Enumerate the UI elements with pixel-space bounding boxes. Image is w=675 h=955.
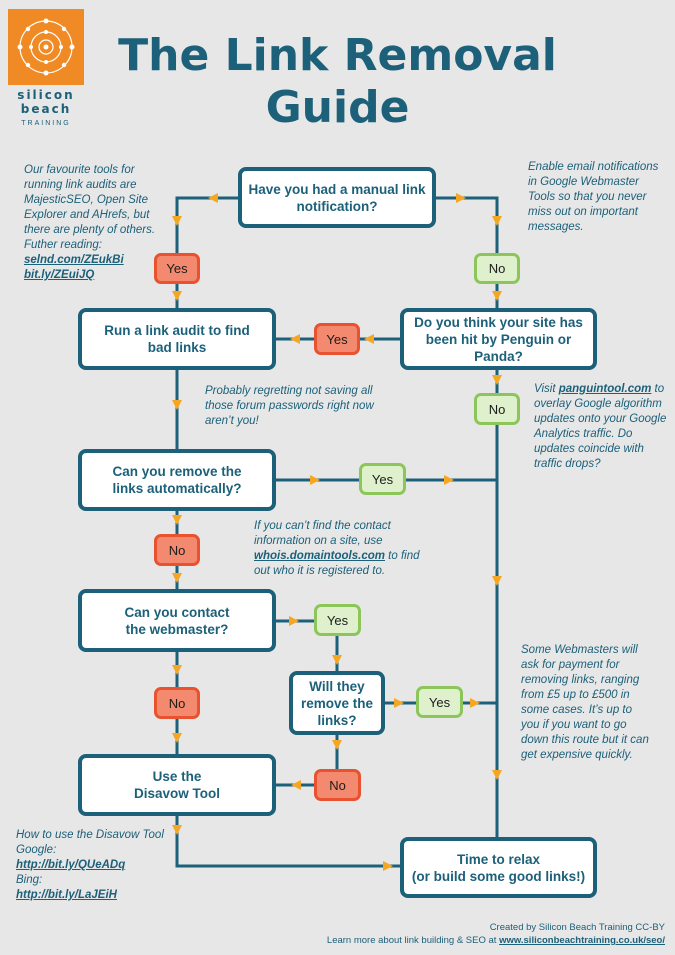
note-text: Visit [534,383,559,395]
box-text: (or build some good links!) [411,868,586,884]
note-panguin: Visit panguintool.com to overlay Google … [534,382,669,472]
box-text: Have you had a manual link [248,181,426,197]
note-text: Our favourite tools for running link aud… [24,164,156,251]
footer-link[interactable]: www.siliconbeachtraining.co.uk/seo/ [499,935,665,946]
box-remove-automatically: Can you remove the links automatically? [78,449,276,511]
box-time-to-relax: Time to relax(or build some good links!) [400,837,597,898]
box-text: the webmaster? [125,621,229,637]
note-text: to overlay Google algorithm updates onto… [534,383,667,470]
box-text: Can you contact [124,604,230,620]
logo-text-line1: silicon [17,88,75,102]
note-text: If you can’t find the contact informatio… [254,520,391,547]
note-text: How to use the Disavow Tool [16,829,164,841]
pill-no-manual: No [474,253,520,284]
note-text: to find out who it is registered to. [254,550,420,577]
box-link-audit: Run a link audit to find bad links [78,308,276,370]
box-text: links automatically? [112,481,242,496]
box-text: notification? [296,198,378,214]
link-panguintool[interactable]: panguintool.com [558,383,652,395]
link-google-disavow[interactable]: http://bit.ly/QUeADq [16,859,126,871]
box-text: Do you think your site has [414,314,583,330]
box-text: Use the [152,769,202,784]
pill-no-contact: No [154,687,200,719]
footer: Created by Silicon Beach Training CC-BY … [327,921,665,947]
footer-text: Learn more about link building & SEO at [326,935,500,946]
note-audit-tools: Our favourite tools for running link aud… [24,163,159,283]
box-text: Disavow Tool [133,786,220,801]
pill-yes-manual: Yes [154,253,200,284]
pill-yes-contact: Yes [314,604,361,636]
pill-no-penguin: No [474,393,520,425]
page-title: The Link Removal Guide [0,30,675,134]
note-contact-info: If you can’t find the contact informatio… [254,519,434,579]
box-text: Run a link audit to find [104,323,250,338]
box-text: Time to relax [456,851,541,867]
box-text: links? [317,712,357,728]
note-text: Google: [16,844,57,856]
logo-mark [8,9,84,85]
note-email-notifications: Enable email notifications in Google Web… [528,161,659,233]
note-regret: Probably regretting not saving all those… [205,385,374,427]
title-line2: Guide [265,82,410,133]
pill-yes-penguin: Yes [314,323,360,355]
box-text: Can you remove the [112,464,242,479]
link-whois[interactable]: whois.domaintools.com [254,550,385,562]
box-text: been hit by Penguin or Panda? [425,331,572,364]
box-text: Will they [309,678,365,694]
note-payment: Some Webmasters will ask for payment for… [521,644,649,761]
logo-circles-icon [17,18,75,76]
logo-text-line2: beach [20,102,72,116]
box-text: remove the [300,695,374,711]
title-line1: The Link Removal [118,30,557,81]
note-disavow-links: How to use the Disavow Tool Google: http… [16,828,176,903]
box-text: bad links [147,340,207,355]
link-bing-disavow[interactable]: http://bit.ly/LaJEiH [16,889,117,901]
pill-yes-remove: Yes [359,463,406,495]
pill-yes-willthey: Yes [416,686,463,718]
pill-no-willthey: No [314,769,361,801]
link-bitly-zeuijq[interactable]: bit.ly/ZEuiJQ [24,269,95,281]
logo-text-line3: TRAINING [21,120,71,127]
link-selnd[interactable]: selnd.com/ZEukBi [24,254,124,266]
note-text: Bing: [16,874,43,886]
pill-no-remove: No [154,534,200,566]
footer-credit: Created by Silicon Beach Training CC-BY [489,922,665,933]
